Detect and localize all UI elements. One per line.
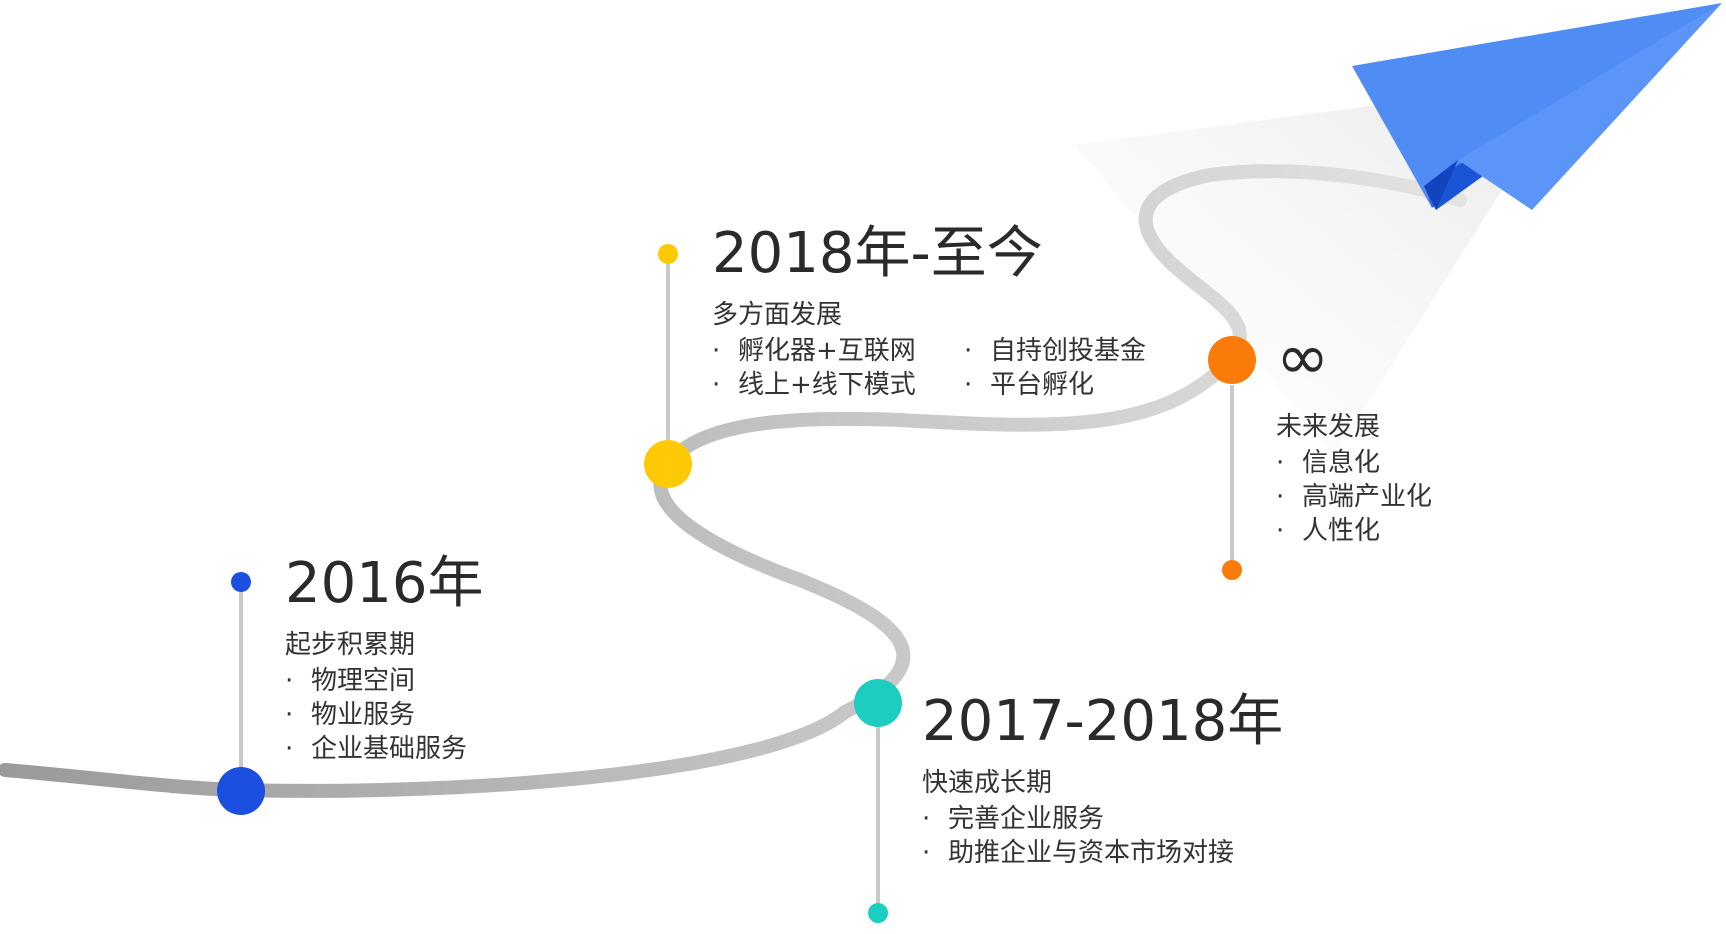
stage2-item-list: ·完善企业服务 ·助推企业与资本市场对接 xyxy=(922,802,1283,870)
bullet: · xyxy=(1276,482,1285,512)
list-item: ·企业基础服务 xyxy=(285,734,468,764)
list-item: ·自持创投基金 xyxy=(964,336,1147,366)
stage3-item-columns: ·孵化器+互联网 ·线上+线下模式 ·自持创投基金 ·平台孵化 xyxy=(712,334,1194,402)
stage1-milestone-dot xyxy=(217,767,265,815)
bullet: · xyxy=(712,336,721,366)
list-item: ·孵化器+互联网 xyxy=(712,336,916,366)
bullet: · xyxy=(964,370,973,400)
bullet: · xyxy=(922,804,931,834)
stage3-item-list-right: ·自持创投基金 ·平台孵化 xyxy=(964,334,1194,402)
stage2-heading: 快速成长期 xyxy=(922,768,1053,798)
stage4-block: ∞ xyxy=(1276,326,1329,390)
paper-plane-icon xyxy=(1352,3,1722,210)
stage4-bottom-dot xyxy=(1222,560,1242,580)
stage2-milestone-dot xyxy=(854,679,902,727)
list-item: ·完善企业服务 xyxy=(922,804,1105,834)
stage4-text-block: 未来发展 ·信息化 ·高端产业化 ·人性化 xyxy=(1276,414,1432,548)
stage1-year: 2016年 xyxy=(285,551,484,616)
bullet: · xyxy=(712,370,721,400)
stage3-heading: 多方面发展 xyxy=(712,300,843,330)
list-item: ·助推企业与资本市场对接 xyxy=(922,838,1235,868)
bullet: · xyxy=(285,666,294,696)
stage1-block: 2016年 起步积累期 ·物理空间 ·物业服务 ·企业基础服务 xyxy=(285,556,484,766)
stage2-bottom-dot xyxy=(868,903,888,923)
list-item: ·物业服务 xyxy=(285,700,416,730)
list-item: ·平台孵化 xyxy=(964,370,1095,400)
stage3-year: 2018年-至今 xyxy=(712,221,1043,286)
stage1-item-list: ·物理空间 ·物业服务 ·企业基础服务 xyxy=(285,664,484,766)
list-item: ·信息化 xyxy=(1276,448,1381,478)
bullet: · xyxy=(922,838,931,868)
infinity-symbol: ∞ xyxy=(1276,321,1330,395)
bullet: · xyxy=(1276,448,1285,478)
bullet: · xyxy=(964,336,973,366)
stage1-heading: 起步积累期 xyxy=(285,630,416,660)
list-item: ·线上+线下模式 xyxy=(712,370,916,400)
stage4-item-list: ·信息化 ·高端产业化 ·人性化 xyxy=(1276,446,1432,548)
bullet: · xyxy=(1276,516,1285,546)
stage2-year: 2017-2018年 xyxy=(922,689,1284,754)
stage1-top-dot xyxy=(231,572,251,592)
bullet: · xyxy=(285,734,294,764)
list-item: ·高端产业化 xyxy=(1276,482,1433,512)
stage4-heading: 未来发展 xyxy=(1276,412,1381,442)
stage3-item-list-left: ·孵化器+互联网 ·线上+线下模式 xyxy=(712,334,964,402)
stage4-milestone-dot xyxy=(1208,336,1256,384)
list-item: ·人性化 xyxy=(1276,516,1381,546)
bullet: · xyxy=(285,700,294,730)
list-item: ·物理空间 xyxy=(285,666,416,696)
stage3-top-dot xyxy=(658,244,678,264)
stage2-block: 2017-2018年 快速成长期 ·完善企业服务 ·助推企业与资本市场对接 xyxy=(922,694,1283,870)
stage3-block: 2018年-至今 多方面发展 ·孵化器+互联网 ·线上+线下模式 ·自持创投基金… xyxy=(712,226,1194,402)
stage3-milestone-dot xyxy=(644,440,692,488)
